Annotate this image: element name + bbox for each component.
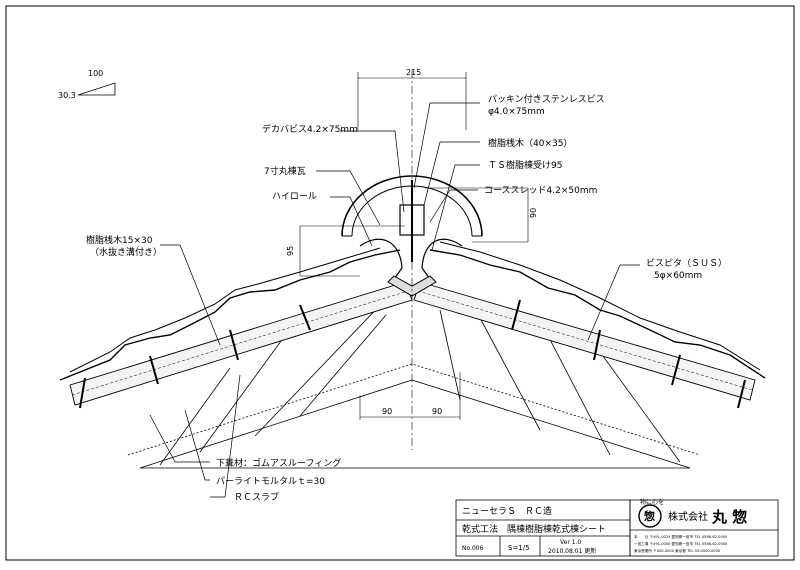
title-scale: S=1/5 xyxy=(508,544,530,552)
address-line-2: 一宮工場 〒491-0000 愛知県一宮市 TEL 0586-62-0000 xyxy=(634,541,728,546)
label-packing-screw: パッキン付きステンレスビス xyxy=(488,94,605,105)
title-block xyxy=(455,499,779,557)
label-packing-screw-size: φ4.0×75mm xyxy=(488,107,545,117)
title-product: ニューセラＳ ＲＣ造 xyxy=(462,505,552,517)
label-resin-batten-small: 樹脂桟木15×30 xyxy=(86,234,153,246)
label-dekaba-screw: デカバビス4.2×75mm xyxy=(262,123,358,135)
dim-top-width: 215 xyxy=(406,68,421,77)
rc-slab xyxy=(127,299,701,469)
label-ts-resin-holder: ＴＳ樹脂棟受け95 xyxy=(488,159,562,171)
label-underlay: 下葺材：ゴムアスルーフィング xyxy=(216,457,341,469)
dimension-lines xyxy=(299,72,529,420)
label-bispita: ビスピタ（ＳＵＳ） xyxy=(646,258,727,269)
dim-bottom-right: 90 xyxy=(432,407,442,416)
title-version: Ver 1.0 xyxy=(560,539,581,546)
slope-indicator: 100 30.3 xyxy=(58,69,116,100)
label-water-groove: （水抜き溝付き） xyxy=(90,246,162,258)
slope-run-label: 100 xyxy=(88,69,103,78)
company-name: 丸 惣 xyxy=(711,508,747,526)
dim-ridge-height-right: 90 xyxy=(529,208,538,218)
company-motto: 物に心を xyxy=(640,498,664,506)
company-stamp-icon: 惣 xyxy=(644,509,655,523)
address-line-1: 本 社 〒491-0024 愛知県一宮市 TEL 0586-62-0000 xyxy=(634,534,728,539)
title-date: 2010.08.01 更新 xyxy=(548,547,596,555)
label-bispita-size: 5φ×60mm xyxy=(654,271,702,281)
label-seven-sun-tile: 7寸丸棟瓦 xyxy=(264,165,306,177)
slope-rise-label: 30.3 xyxy=(58,91,76,100)
label-high-roll: ハイロール xyxy=(272,192,317,202)
title-method: 乾式工法 隅棟樹脂棟乾式棟シート xyxy=(462,523,606,535)
roof-left xyxy=(59,247,413,409)
leader-lines xyxy=(149,102,640,498)
sheet-border xyxy=(5,5,795,561)
label-resin-batten: 樹脂桟木（40×35） xyxy=(488,137,572,149)
label-coarse-thread: コーススレッド4.2×50mm xyxy=(484,186,597,196)
dim-ridge-height-left: 95 xyxy=(286,246,295,256)
title-number: No.006 xyxy=(462,545,484,552)
dim-bottom-left: 90 xyxy=(382,407,392,416)
label-rc-slab: ＲＣスラブ xyxy=(234,491,279,503)
company-prefix: 株式会社 xyxy=(668,510,708,523)
label-perlite: パーライトモルタルｔ=30 xyxy=(216,476,325,487)
address-line-3: 東京営業所 〒000-0000 東京都 TEL 03-0000-0000 xyxy=(634,548,721,553)
